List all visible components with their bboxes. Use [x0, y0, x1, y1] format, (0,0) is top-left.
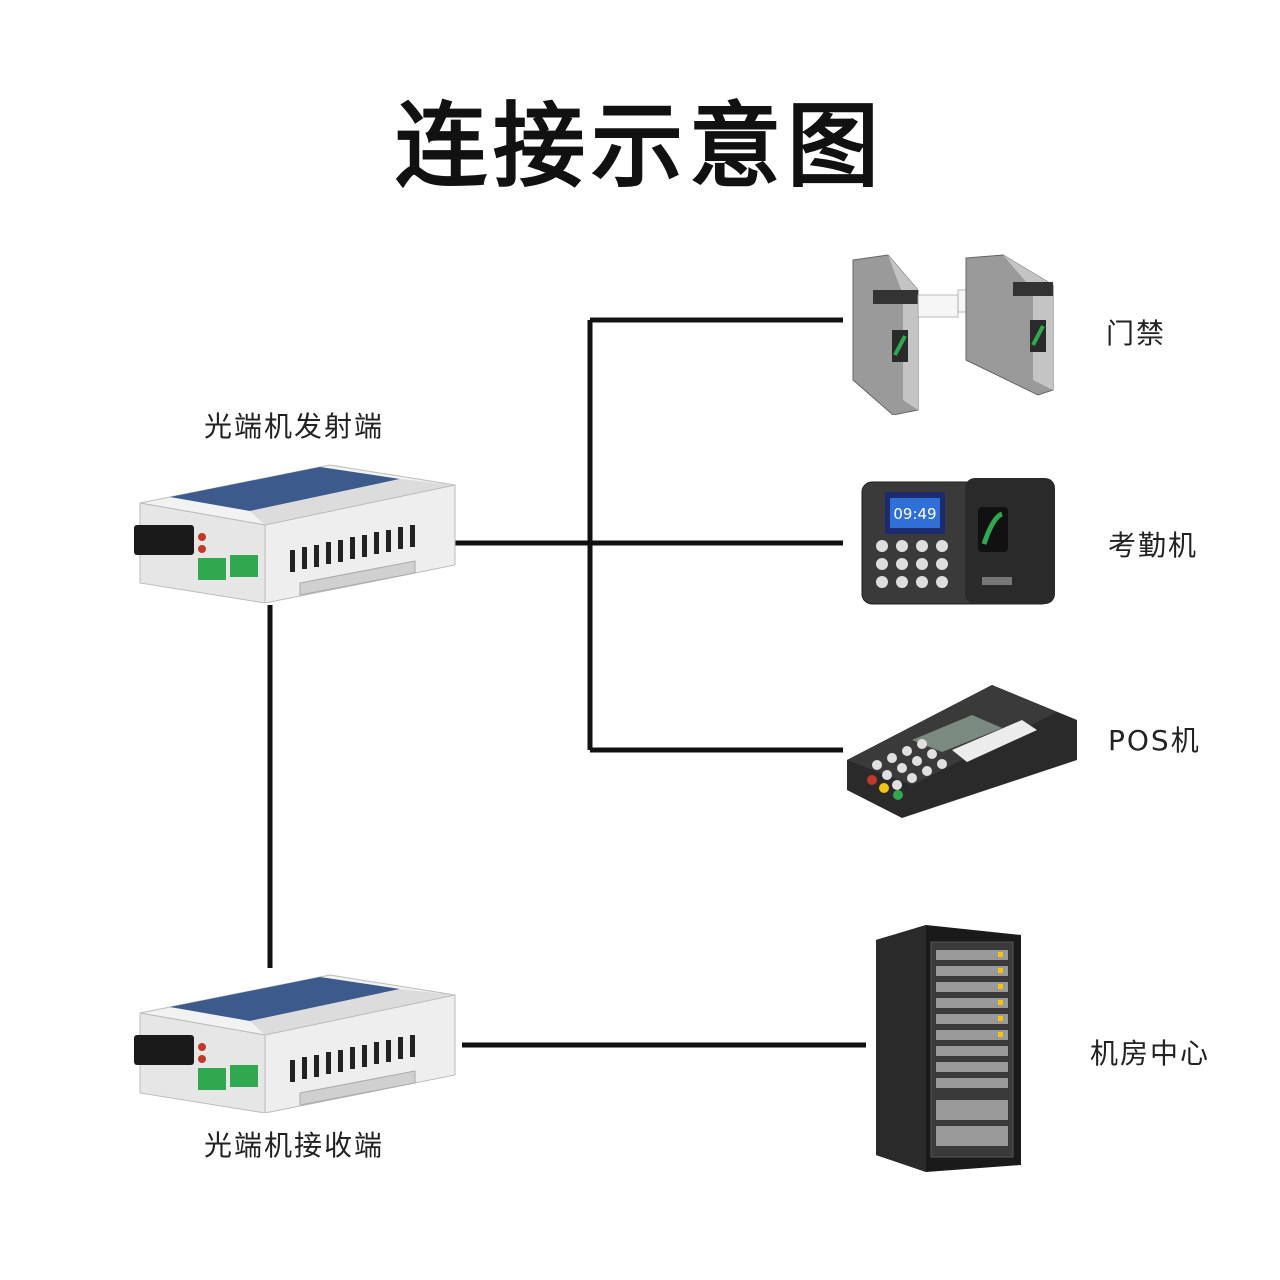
server-rack-icon [876, 925, 1021, 1172]
transmitter-device-icon [134, 464, 456, 603]
fingerprint-time-clock-icon: 09:49 [861, 478, 1055, 605]
transmitter-label: 光端机发射端 [204, 410, 385, 443]
receiver-device-icon [134, 974, 456, 1113]
diagram-title: 连接示意图 [394, 93, 885, 200]
turnstile-gate-icon [852, 254, 1054, 415]
time-clock-screen-time: 09:49 [893, 505, 936, 523]
access-gate-label: 门禁 [1106, 317, 1167, 350]
pos-terminal-icon [847, 685, 1077, 818]
time-clock-label: 考勤机 [1108, 529, 1199, 562]
server-room-label: 机房中心 [1090, 1037, 1211, 1070]
receiver-label: 光端机接收端 [204, 1129, 385, 1162]
pos-label: POS机 [1108, 724, 1201, 757]
